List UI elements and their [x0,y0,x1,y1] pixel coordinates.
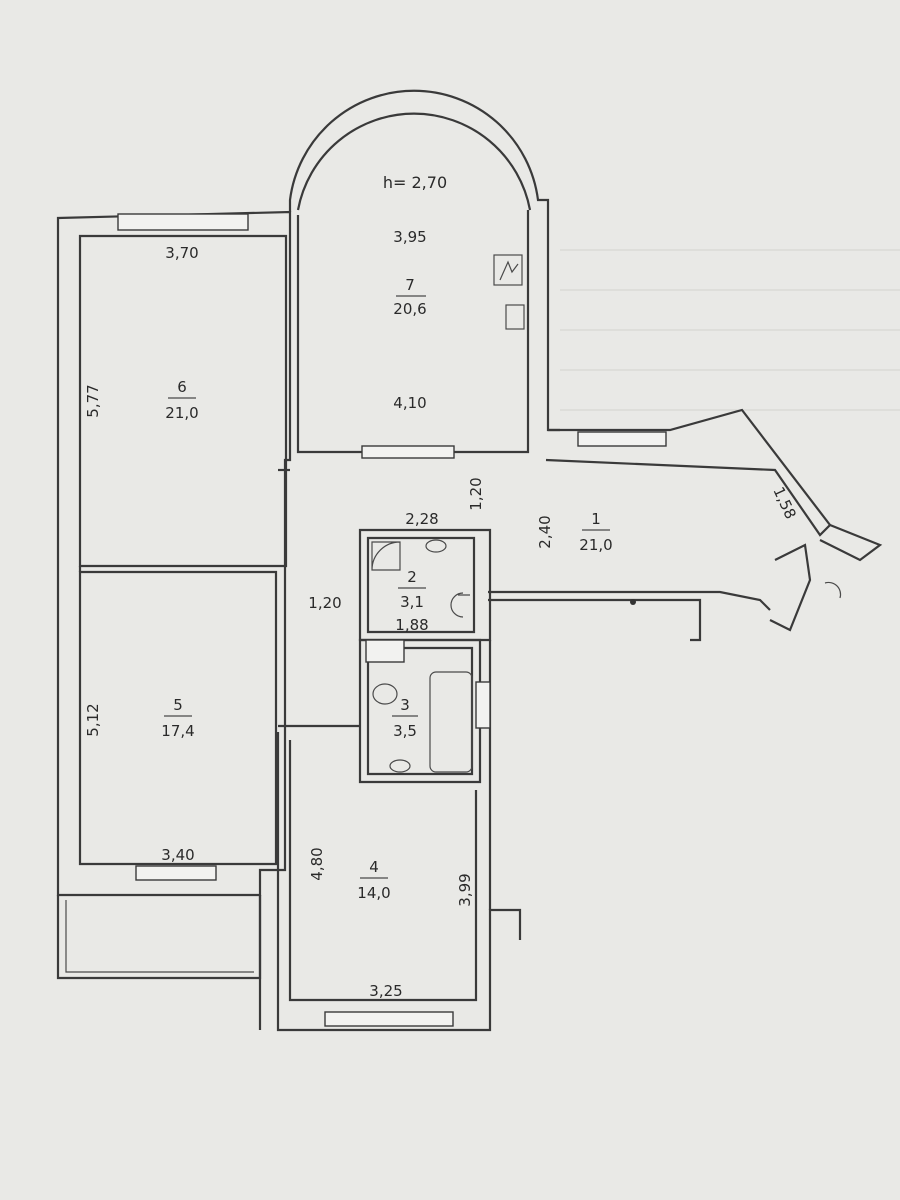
meter-dot-icon [630,599,636,605]
heated-rail-icon [475,681,491,729]
toilet-icon [450,592,470,618]
room-7-number: 7 [405,276,415,294]
window-room-4 [324,1011,454,1027]
dim-r4-bottom: 3,25 [369,982,402,1000]
dim-r7-top: 3,95 [393,228,426,246]
ventilation-grid-icon [365,639,405,663]
stove-icon [493,254,523,286]
room-3-number: 3 [400,696,410,714]
dim-hall-left: 1,20 [308,594,341,612]
window-room-5 [135,865,217,881]
dim-r2-bottom: 1,88 [395,616,428,634]
washbasin-icon [425,539,447,553]
dim-r5-bottom: 3,40 [161,846,194,864]
dim-r6-top: 3,70 [165,244,198,262]
room-5-number: 5 [173,696,183,714]
room-6-area: 21,0 [165,404,198,422]
room-5-area: 17,4 [161,722,194,740]
washbasin-room3-icon [389,759,411,773]
gas-icon [499,260,519,281]
radiator-icon [361,445,455,459]
dim-r5-side: 5,12 [84,703,102,736]
room-1-area: 21,0 [579,536,612,554]
dim-r2-top: 2,28 [405,510,438,528]
sheet-background-lines [560,249,900,411]
fixtures [361,254,842,773]
ceiling-height: h= 2,70 [383,173,447,192]
dim-r4-right: 3,99 [456,873,474,906]
sink-icon [505,304,525,330]
dim-r6-side: 5,77 [84,384,102,417]
shower-icon [371,541,401,571]
dim-r4-side: 4,80 [308,847,326,880]
bathtub-icon [429,671,473,773]
dim-r7-bottom: 4,10 [393,394,426,412]
dim-corridor-end: 1,58 [769,484,799,522]
window-room-6 [117,213,249,231]
windows [117,213,667,1027]
room-4-number: 4 [369,858,379,876]
room-1-number: 1 [591,510,601,528]
room-2-number: 2 [407,568,417,586]
dim-hall-top: 1,20 [467,477,485,510]
room-7-area: 20,6 [393,300,426,318]
room-4-area: 14,0 [357,884,390,902]
door-swing-icon [824,581,842,599]
toilet-room3-icon [372,683,398,705]
window-corridor [577,431,667,447]
room-6-number: 6 [177,378,187,396]
room-2-area: 3,1 [400,593,424,611]
labels: h= 2,70 3,95 7 20,6 4,10 3,70 6 21,0 5,7… [84,173,800,1000]
room-3-area: 3,5 [393,722,417,740]
dim-hall-2-40: 2,40 [536,515,554,548]
